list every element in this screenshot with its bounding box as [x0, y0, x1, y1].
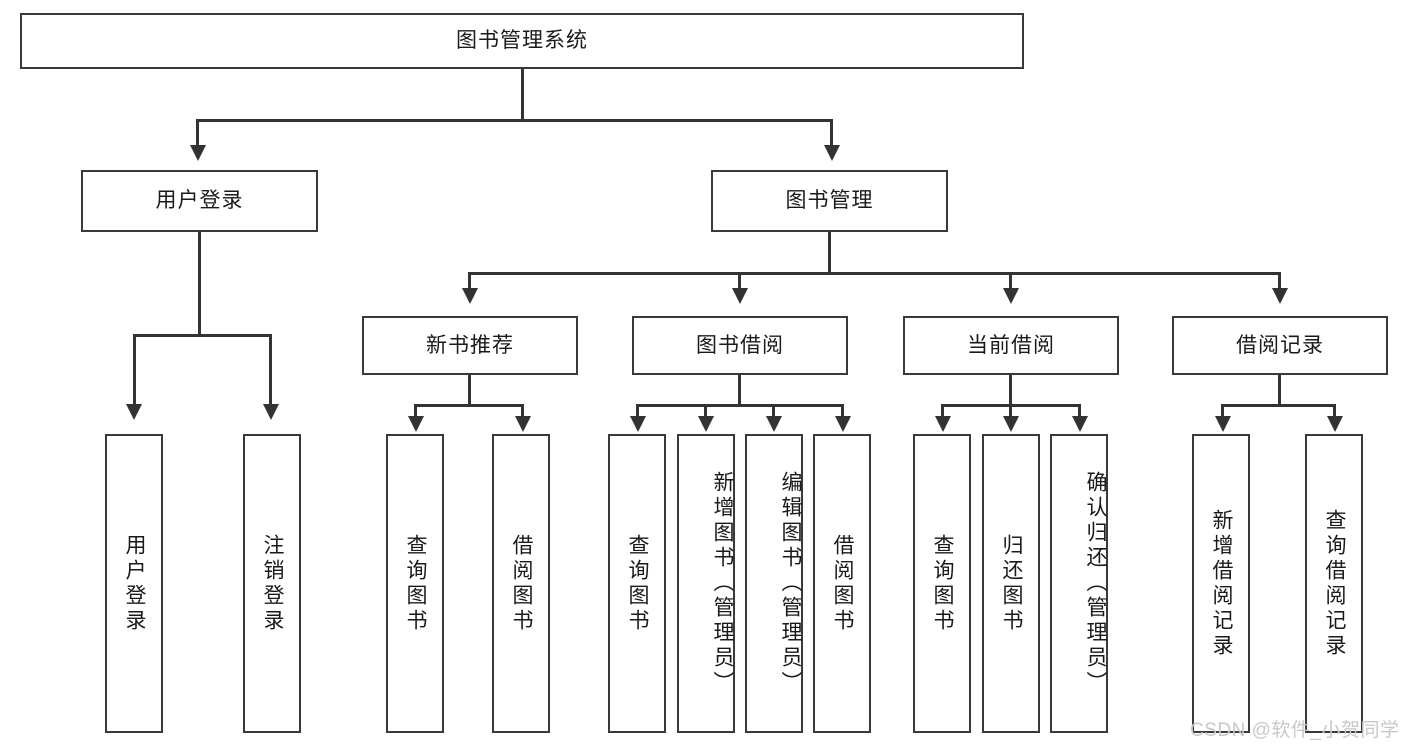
edge-user-login-stem [198, 232, 201, 336]
node-current-borrow[interactable]: 当前借阅 [903, 316, 1119, 375]
arrow-book-borrow-to-leaf-4 [835, 416, 851, 432]
edge-borrow-record-stem [1278, 375, 1281, 406]
leaf-edit-book-label: 编辑图书（管理员） [779, 471, 802, 696]
edge-book-manage-to-book-borrow [738, 272, 741, 290]
arrow-borrow-record-to-leaf-2 [1327, 416, 1343, 432]
leaf-query-record[interactable]: 查询借阅记录 [1305, 434, 1363, 733]
leaf-query-book-2[interactable]: 查询图书 [608, 434, 666, 733]
edge-borrow-record-to-leaf-2 [1333, 404, 1336, 418]
leaf-confirm-return[interactable]: 确认归还（管理员） [1050, 434, 1108, 733]
edge-borrow-record-bar [1221, 404, 1336, 407]
leaf-add-record-label: 新增借阅记录 [1210, 508, 1234, 659]
edge-new-book-rec-bar [414, 404, 524, 407]
node-book-borrow[interactable]: 图书借阅 [632, 316, 848, 375]
edge-book-manage-to-current-borrow [1009, 272, 1012, 290]
edge-book-manage-stem [828, 232, 831, 274]
edge-book-borrow-to-leaf-2 [704, 404, 707, 418]
edge-book-borrow-to-leaf-3 [772, 404, 775, 418]
leaf-borrow-book-2-label: 借阅图书 [831, 533, 855, 634]
leaf-query-book-2-label: 查询图书 [626, 533, 650, 634]
arrow-new-book-rec-to-leaf-2 [515, 416, 531, 432]
edge-root-to-book-manage [830, 119, 833, 147]
leaf-return-book[interactable]: 归还图书 [982, 434, 1040, 733]
node-new-book-rec-label: 新书推荐 [426, 333, 514, 357]
edge-book-borrow-bar [636, 404, 844, 407]
leaf-borrow-book-2[interactable]: 借阅图书 [813, 434, 871, 733]
leaf-user-login-label: 用户登录 [123, 533, 147, 634]
edge-new-book-rec-to-leaf-2 [521, 404, 524, 418]
leaf-add-book-label: 新增图书（管理员） [711, 471, 734, 696]
arrow-new-book-rec-to-leaf-1 [408, 416, 424, 432]
edge-book-borrow-to-leaf-4 [841, 404, 844, 418]
leaf-query-book-3-label: 查询图书 [931, 533, 955, 634]
node-book-manage-label: 图书管理 [785, 189, 874, 213]
leaf-add-record[interactable]: 新增借阅记录 [1192, 434, 1250, 733]
edge-new-book-rec-to-leaf-1 [414, 404, 417, 418]
arrow-book-manage-to-current-borrow [1003, 288, 1019, 304]
edge-new-book-rec-stem [468, 375, 471, 406]
leaf-borrow-book-1-label: 借阅图书 [510, 533, 534, 634]
leaf-query-book-1[interactable]: 查询图书 [386, 434, 444, 733]
edge-current-borrow-stem [1009, 375, 1012, 406]
edge-current-borrow-to-leaf-2 [1009, 404, 1012, 418]
node-current-borrow-label: 当前借阅 [967, 333, 1055, 357]
leaf-logout[interactable]: 注销登录 [243, 434, 301, 733]
arrow-book-borrow-to-leaf-2 [698, 416, 714, 432]
arrow-root-to-book-manage [824, 145, 840, 161]
arrow-current-borrow-to-leaf-1 [935, 416, 951, 432]
arrow-borrow-record-to-leaf-1 [1215, 416, 1231, 432]
node-user-login[interactable]: 用户登录 [81, 170, 318, 232]
arrow-book-manage-to-book-borrow [732, 288, 748, 304]
node-new-book-rec[interactable]: 新书推荐 [362, 316, 578, 375]
arrow-user-login-to-leaf-2 [263, 404, 279, 420]
edge-root-bar [196, 119, 833, 122]
arrow-book-manage-to-new-book-rec [462, 288, 478, 304]
leaf-query-book-1-label: 查询图书 [404, 533, 428, 634]
arrow-root-to-user-login [190, 145, 206, 161]
edge-book-borrow-to-leaf-1 [636, 404, 639, 418]
node-borrow-record-label: 借阅记录 [1236, 333, 1324, 357]
edge-book-manage-to-new-book-rec [468, 272, 471, 290]
node-book-borrow-label: 图书借阅 [696, 333, 784, 357]
arrow-book-manage-to-borrow-record [1272, 288, 1288, 304]
node-book-manage[interactable]: 图书管理 [711, 170, 948, 232]
leaf-query-book-3[interactable]: 查询图书 [913, 434, 971, 733]
leaf-return-book-label: 归还图书 [1000, 533, 1024, 634]
edge-root-stem [521, 69, 524, 121]
leaf-user-login[interactable]: 用户登录 [105, 434, 163, 733]
leaf-confirm-return-label: 确认归还（管理员） [1084, 471, 1107, 696]
edge-user-login-bar [133, 334, 271, 337]
arrow-current-borrow-to-leaf-2 [1003, 416, 1019, 432]
leaf-borrow-book-1[interactable]: 借阅图书 [492, 434, 550, 733]
leaf-add-book[interactable]: 新增图书（管理员） [677, 434, 735, 733]
arrow-user-login-to-leaf-1 [126, 404, 142, 420]
edge-user-login-to-leaf-2 [269, 334, 272, 406]
arrow-book-borrow-to-leaf-1 [630, 416, 646, 432]
edge-root-to-user-login [196, 119, 199, 147]
csdn-watermark: CSDN @软件_小贺同学 [1190, 720, 1400, 741]
node-root[interactable]: 图书管理系统 [20, 13, 1024, 69]
leaf-query-record-label: 查询借阅记录 [1323, 508, 1347, 659]
node-user-login-label: 用户登录 [155, 189, 244, 213]
edge-borrow-record-to-leaf-1 [1221, 404, 1224, 418]
edge-book-borrow-stem [738, 375, 741, 406]
arrow-current-borrow-to-leaf-3 [1072, 416, 1088, 432]
leaf-edit-book[interactable]: 编辑图书（管理员） [745, 434, 803, 733]
edge-current-borrow-to-leaf-1 [941, 404, 944, 418]
edge-book-manage-bar [468, 272, 1280, 275]
arrow-book-borrow-to-leaf-3 [766, 416, 782, 432]
node-borrow-record[interactable]: 借阅记录 [1172, 316, 1388, 375]
edge-book-manage-to-borrow-record [1278, 272, 1281, 290]
edge-user-login-to-leaf-1 [133, 334, 136, 406]
leaf-logout-label: 注销登录 [261, 533, 285, 634]
node-root-label: 图书管理系统 [456, 29, 588, 53]
edge-current-borrow-to-leaf-3 [1078, 404, 1081, 418]
